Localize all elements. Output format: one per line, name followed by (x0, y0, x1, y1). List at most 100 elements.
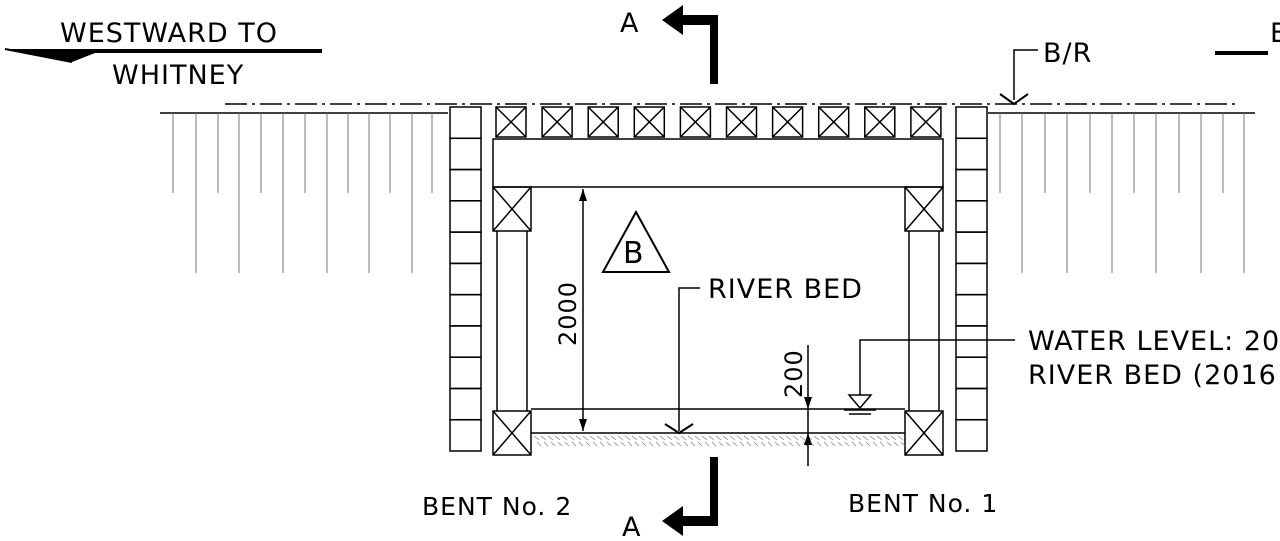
section-arrow-bottom (662, 457, 718, 536)
hatch-mark (666, 435, 673, 441)
marker-letter: B (623, 236, 645, 271)
abutment-block (955, 200, 988, 233)
hatch-mark (851, 441, 857, 447)
hatch-mark (554, 435, 561, 441)
hatch-mark (648, 441, 654, 447)
stringer-cross (772, 106, 804, 138)
hatch-mark (561, 435, 568, 441)
hatch-mark (557, 441, 563, 447)
hatch-mark (858, 441, 864, 447)
stringer-box (817, 106, 850, 138)
stringer-box (864, 106, 896, 138)
hatch-mark (827, 435, 834, 441)
hatch-mark (694, 435, 701, 441)
abutment-block (449, 356, 482, 390)
river-bed-label: RIVER BED (708, 274, 863, 305)
river-bed-leader (664, 287, 700, 435)
hatch-mark (669, 441, 675, 447)
abutment-left (449, 106, 482, 452)
hatch-mark (848, 435, 855, 441)
bridge-reference-marker (999, 49, 1038, 106)
stringer-box (587, 106, 619, 138)
stringer-cross (541, 106, 573, 138)
hatch-mark (862, 435, 869, 441)
hatch-mark (722, 435, 729, 441)
stringer-box (679, 106, 712, 138)
hatch-mark (550, 441, 556, 447)
hatch-mark (596, 435, 603, 441)
bent-column-left (492, 186, 532, 456)
hatch-mark (617, 435, 624, 441)
hatch-mark (645, 435, 652, 441)
hatch-mark (872, 441, 878, 447)
dimension-clear-height (579, 189, 587, 431)
hatch-mark (603, 435, 610, 441)
stringer-box (633, 106, 666, 138)
dimension-clear-height-label: 2000 (554, 281, 582, 346)
hatch-mark (568, 435, 575, 441)
hatch-mark (589, 435, 596, 441)
stringer-box (771, 106, 804, 138)
abutment-block (449, 200, 482, 233)
westward-label-line1: WESTWARD TO (60, 18, 278, 49)
hatch-mark (830, 441, 836, 447)
hatch-mark (711, 441, 717, 447)
stringer-cross (864, 106, 896, 138)
abutment-block (449, 106, 482, 140)
hatch-mark (837, 441, 843, 447)
hatch-mark (571, 441, 577, 447)
hatch-mark (662, 441, 668, 447)
stringer-cross (679, 106, 711, 138)
hatch-mark (876, 435, 883, 441)
hatch-mark (792, 435, 799, 441)
river-bed-hatch (533, 435, 906, 447)
westward-label-line2: WHITNEY (112, 60, 244, 91)
hatch-mark (533, 435, 540, 441)
abutment-block (955, 418, 988, 452)
abutment-block (449, 168, 482, 202)
hatch-mark (599, 441, 605, 447)
hatch-mark (799, 435, 806, 441)
bridge-reference-label: B/R (1043, 38, 1092, 69)
hatch-mark (844, 441, 850, 447)
hatch-mark (795, 441, 801, 447)
hatch-mark (582, 435, 589, 441)
hatch-mark (879, 441, 885, 447)
stringer-cross (818, 106, 850, 138)
abutment-block (449, 262, 482, 296)
hatch-mark (673, 435, 680, 441)
hatch-mark (750, 435, 757, 441)
hatch-mark (620, 441, 626, 447)
hatch-mark (624, 435, 631, 441)
marker-triangle-icon (601, 209, 671, 273)
abutment-block (449, 387, 482, 421)
hatch-mark (575, 435, 582, 441)
hatch-mark (774, 441, 780, 447)
hatch-mark (841, 435, 848, 441)
bent-column-right (904, 186, 944, 456)
hatch-mark (869, 435, 876, 441)
hatch-mark (893, 441, 899, 447)
hatch-mark (739, 441, 745, 447)
hatch-mark (606, 441, 612, 447)
earth-hatch-left (172, 113, 433, 273)
hatch-mark (613, 441, 619, 447)
hatch-mark (641, 441, 647, 447)
abutment-block (955, 168, 988, 202)
hatch-mark (704, 441, 710, 447)
abutment-block (449, 293, 482, 327)
hatch-mark (634, 441, 640, 447)
hatch-mark (718, 441, 724, 447)
abutment-block (955, 231, 988, 265)
abutment-block (955, 387, 988, 421)
hatch-mark (578, 441, 584, 447)
stringer-cross (910, 106, 942, 138)
section-letter-top: A (620, 8, 639, 39)
hatch-mark (813, 435, 820, 441)
hatch-mark (820, 435, 827, 441)
hatch-mark (547, 435, 554, 441)
water-level-label-line1: WATER LEVEL: 20 (1028, 326, 1280, 357)
hatch-mark (638, 435, 645, 441)
hatch-mark (823, 441, 829, 447)
